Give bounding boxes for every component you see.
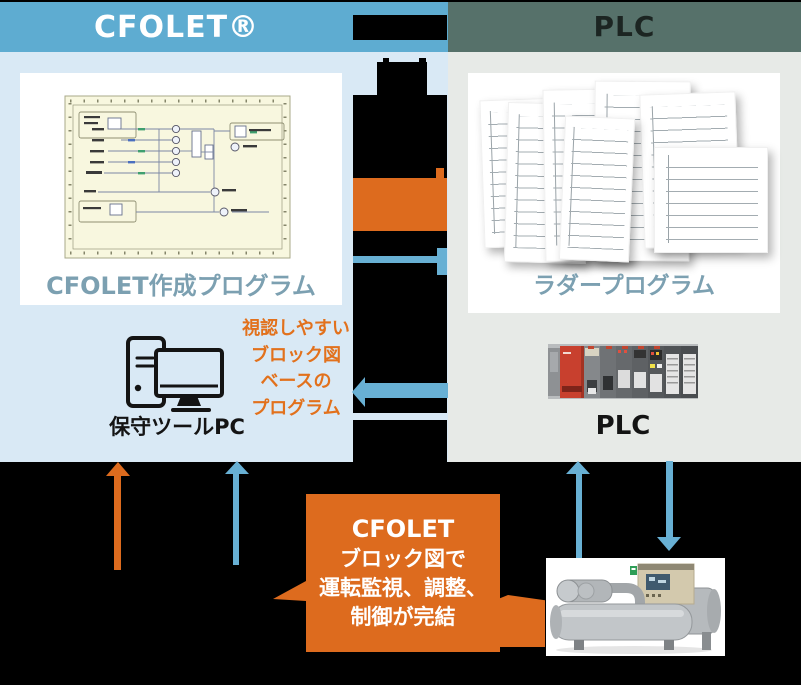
ladder-page	[654, 147, 768, 253]
blue-left-arrow-shaft	[365, 383, 448, 398]
blue-down-arrow-shaft	[666, 461, 673, 538]
ladder-program-card	[468, 73, 780, 313]
black-block-top	[377, 62, 427, 95]
orange-up-arrow-head	[106, 462, 130, 476]
cfolet-title: CFOLET®	[93, 10, 260, 45]
blue-left-arrow-head	[352, 377, 365, 407]
plc-device-label: PLC	[595, 411, 651, 441]
orange-flow-arrow	[353, 178, 447, 231]
blue-up-arrow-left-shaft	[233, 473, 239, 565]
blue-right-arrow-head	[437, 248, 447, 275]
blue-down-arrow-head	[657, 537, 681, 551]
blue-right-arrow-shaft	[353, 256, 437, 263]
plc-header-band	[448, 2, 801, 52]
black-block-bump	[419, 58, 426, 64]
orange-note-line: ベースの	[260, 371, 332, 392]
cfolet-program-caption: CFOLET作成プログラム	[46, 272, 316, 300]
cfolet-speech-bubble: CFOLET ブロック図で 運転監視、調整、 制御が完結	[306, 494, 500, 652]
bubble-line: 運転監視、調整、	[319, 576, 487, 600]
bubble-line: 制御が完結	[350, 605, 456, 629]
blue-up-arrow-left-head	[225, 461, 249, 474]
orange-note-line: プログラム	[251, 397, 341, 419]
ladder-program-caption: ラダープログラム	[533, 273, 715, 299]
black-block-lower	[353, 420, 447, 462]
blue-up-arrow-right-shaft	[576, 473, 582, 563]
speech-bubble-tail-left	[273, 581, 306, 601]
black-block-main	[353, 95, 447, 413]
black-block-header	[353, 15, 447, 40]
black-block-bump	[383, 58, 389, 64]
bubble-line: ブロック図で	[340, 547, 466, 571]
chiller-image	[550, 563, 721, 654]
speech-bubble-tail-right	[495, 595, 545, 647]
orange-note-line: 視認しやすい	[242, 318, 350, 339]
orange-note: 視認しやすい ブロック図 ベースの プログラム	[232, 316, 360, 422]
plc-hardware-image	[548, 344, 698, 399]
orange-note-line: ブロック図	[251, 344, 341, 366]
blue-up-arrow-right-head	[566, 461, 590, 474]
bubble-line: CFOLET	[351, 515, 455, 543]
chiller-image-box	[546, 558, 725, 656]
plc-title: PLC	[593, 10, 656, 43]
orange-up-arrow-shaft	[114, 475, 121, 570]
orange-flow-arrow-notch	[436, 168, 444, 178]
ladder-page	[558, 115, 636, 263]
block-diagram-image	[64, 95, 291, 259]
maintenance-pc-label: 保守ツールPC	[109, 415, 245, 439]
desktop-pc-icon	[126, 336, 224, 412]
